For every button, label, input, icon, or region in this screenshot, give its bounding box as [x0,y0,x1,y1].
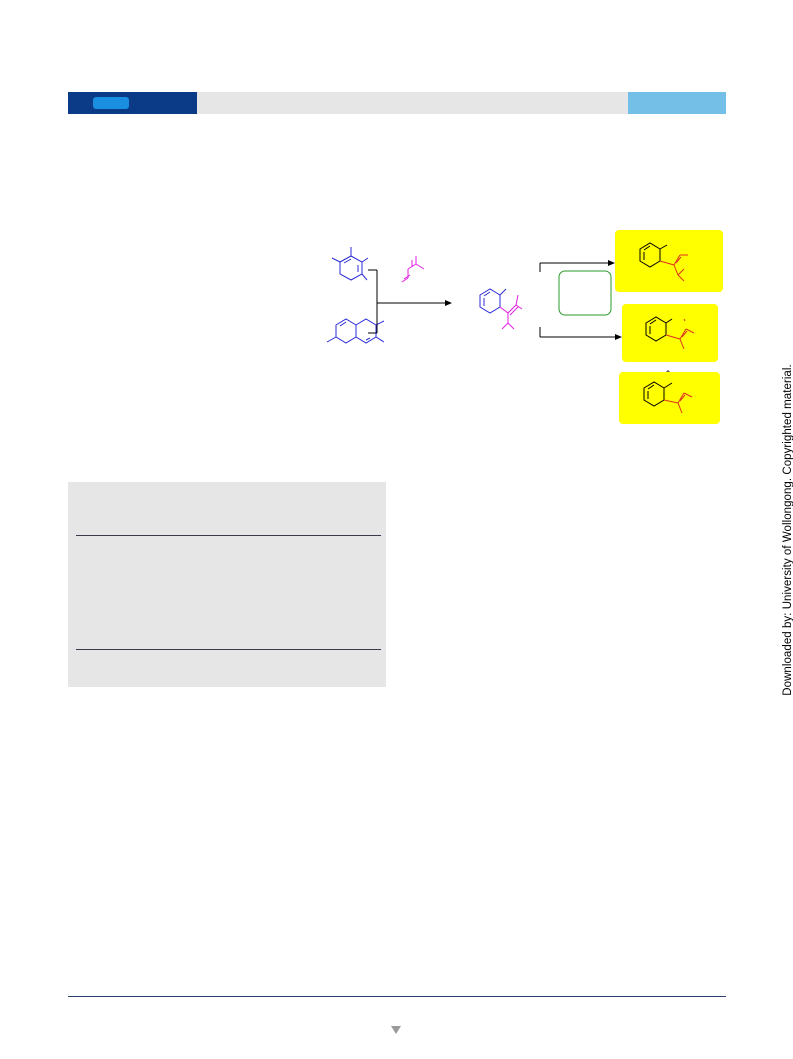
product-2-highlight [622,304,718,362]
product-1-highlight [615,230,723,292]
branch-arrows [539,262,615,338]
product-3-structure [643,381,693,414]
reaction-scheme-graphic [326,230,723,424]
header-tag-pill [93,97,129,109]
header-dark-block [68,92,197,114]
table-top-rule [76,535,381,536]
download-watermark: Downloaded by: University of Wollongong.… [782,364,793,696]
table-bottom-rule [76,649,381,650]
bracket-arrow [368,269,445,334]
header-gray-band [197,92,628,114]
footer-rule [68,996,726,997]
product-2-structure [645,316,695,350]
header-light-block [628,92,726,114]
data-table-panel [68,482,386,687]
page-down-arrow-icon[interactable] [391,1026,401,1034]
reagent-structure [401,256,425,283]
reactant-2-structure [326,318,385,344]
product-1-structure [639,242,688,282]
reaction-scheme [300,225,730,430]
arrow-head-2 [608,260,615,266]
intermediate-structure [479,288,523,330]
product-3-highlight [619,372,720,424]
reactant-1-structure [331,247,369,281]
arrow-head-1 [445,300,452,306]
section-header-bar [68,92,726,114]
arrow-head-3 [615,334,622,340]
condition-box [558,270,612,316]
